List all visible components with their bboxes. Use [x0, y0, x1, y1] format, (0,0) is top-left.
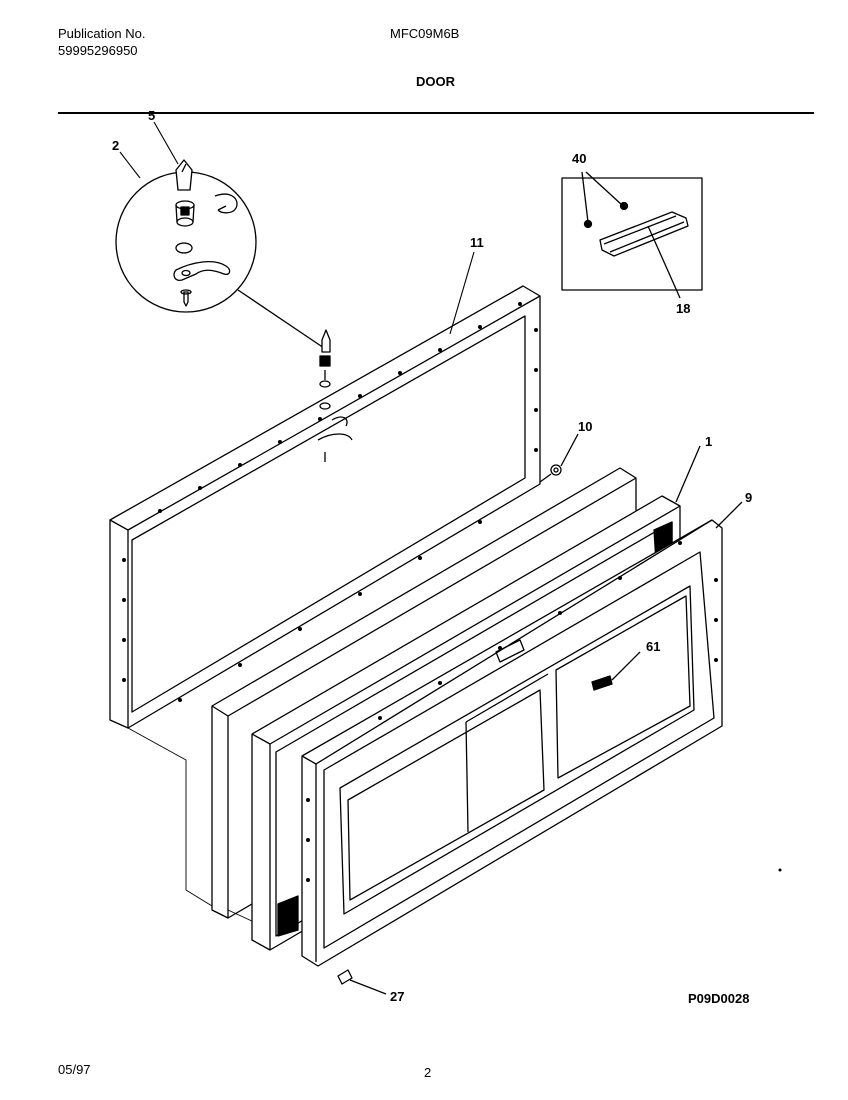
callout-9: 9 — [745, 490, 752, 505]
publication-label: Publication No. — [58, 26, 146, 41]
page-number: 2 — [424, 1065, 432, 1080]
header-rule — [58, 112, 814, 114]
callout-2: 2 — [112, 138, 119, 153]
callout-1: 1 — [705, 434, 712, 449]
door-gasket-part-11 — [109, 285, 541, 729]
drawing-code: P09D0028 — [688, 991, 750, 1006]
handle-inset — [561, 171, 703, 299]
outer-door-part-9 — [301, 501, 743, 967]
section-title: DOOR — [416, 74, 455, 89]
callout-5: 5 — [148, 108, 155, 123]
label-part-61 — [591, 651, 641, 691]
door-holes — [306, 541, 782, 882]
gasket-holes — [122, 302, 538, 702]
screw-part-27 — [337, 969, 387, 995]
callout-61: 61 — [646, 639, 660, 654]
publication-date: 05/97 — [58, 1062, 91, 1077]
callout-11: 11 — [470, 235, 484, 250]
callout-18: 18 — [676, 301, 690, 316]
publication-number: 59995296950 — [58, 43, 138, 58]
callout-10: 10 — [578, 419, 592, 434]
callout-27: 27 — [390, 989, 404, 1004]
callout-40: 40 — [572, 151, 586, 166]
plug-part-10 — [539, 433, 579, 483]
hinge-detail-circle — [115, 159, 325, 349]
frame-hinge-hardware — [317, 329, 353, 462]
model-number: MFC09M6B — [390, 26, 460, 41]
